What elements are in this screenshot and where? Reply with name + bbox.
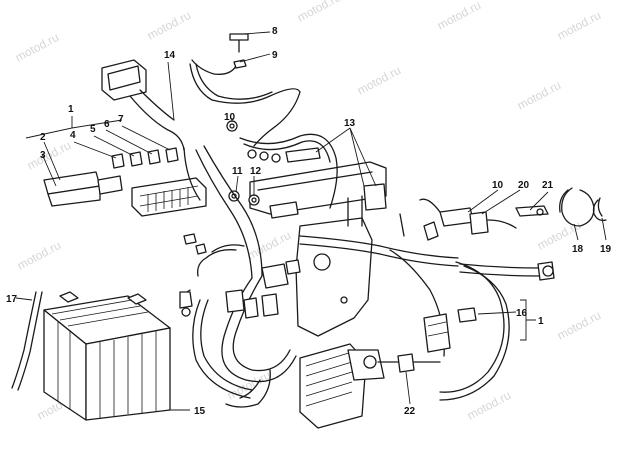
watermark-text: motod.ru — [15, 238, 63, 273]
callout-13: 13 — [344, 118, 356, 129]
harness-connectors — [179, 233, 301, 319]
callout-21: 21 — [542, 180, 554, 191]
connector-22 — [377, 353, 441, 373]
rectifier-regulator — [299, 343, 385, 429]
watermark-text: motod.ru — [515, 78, 563, 113]
callout-8: 8 — [272, 26, 278, 37]
watermark-text: motod.ru — [13, 30, 61, 65]
callout-2: 2 — [40, 132, 46, 143]
callout-19: 19 — [600, 244, 612, 255]
callout-6: 6 — [104, 119, 110, 130]
fuse-box — [43, 171, 207, 217]
cable-tie — [515, 205, 549, 217]
callout-14: 14 — [164, 50, 176, 61]
callout-7: 7 — [118, 114, 124, 125]
circlip-small — [592, 197, 607, 222]
watermark-text: motod.ru — [25, 138, 73, 173]
fuse-set — [111, 147, 179, 169]
relay-connector — [101, 59, 185, 151]
watermark-text: motod.ru — [145, 8, 193, 43]
callout-20: 20 — [518, 180, 530, 191]
callout-1-right: 1 — [538, 316, 544, 327]
watermark-text: motod.ru — [355, 63, 403, 98]
callout-4: 4 — [70, 130, 76, 141]
watermark-text: motod.ru — [245, 228, 293, 263]
callout-numbers: 1 2 3 4 5 6 7 8 9 10 11 12 13 14 15 16 1… — [6, 26, 612, 417]
callout-10-right: 10 — [492, 180, 504, 191]
frame-bracket — [249, 161, 387, 337]
main-harness — [182, 133, 541, 408]
watermark-text: motod.ru — [555, 8, 603, 43]
callout-5: 5 — [90, 124, 96, 135]
bolts-and-terminals — [226, 120, 387, 219]
callout-22: 22 — [404, 406, 416, 417]
output-connector — [537, 261, 555, 281]
starter-relay — [423, 307, 477, 353]
watermark-text: motod.ru — [295, 0, 343, 25]
callout-18: 18 — [572, 244, 584, 255]
connector-10-right — [399, 198, 517, 241]
callout-3: 3 — [40, 150, 46, 161]
callout-16: 16 — [516, 308, 528, 319]
callout-10-top: 10 — [224, 112, 236, 123]
circlip-large — [559, 187, 595, 227]
ground-cable — [189, 33, 301, 147]
watermark-text: motod.ru — [555, 308, 603, 343]
callout-11: 11 — [232, 166, 243, 177]
battery-vent-tube — [11, 291, 43, 391]
callout-9: 9 — [272, 50, 278, 61]
callout-17: 17 — [6, 294, 18, 305]
leader-lines — [15, 31, 607, 411]
watermark-text: motod.ru — [435, 0, 483, 33]
callout-12: 12 — [250, 166, 262, 177]
battery — [43, 291, 171, 421]
callout-1-top: 1 — [68, 104, 74, 115]
callout-15: 15 — [194, 406, 206, 417]
